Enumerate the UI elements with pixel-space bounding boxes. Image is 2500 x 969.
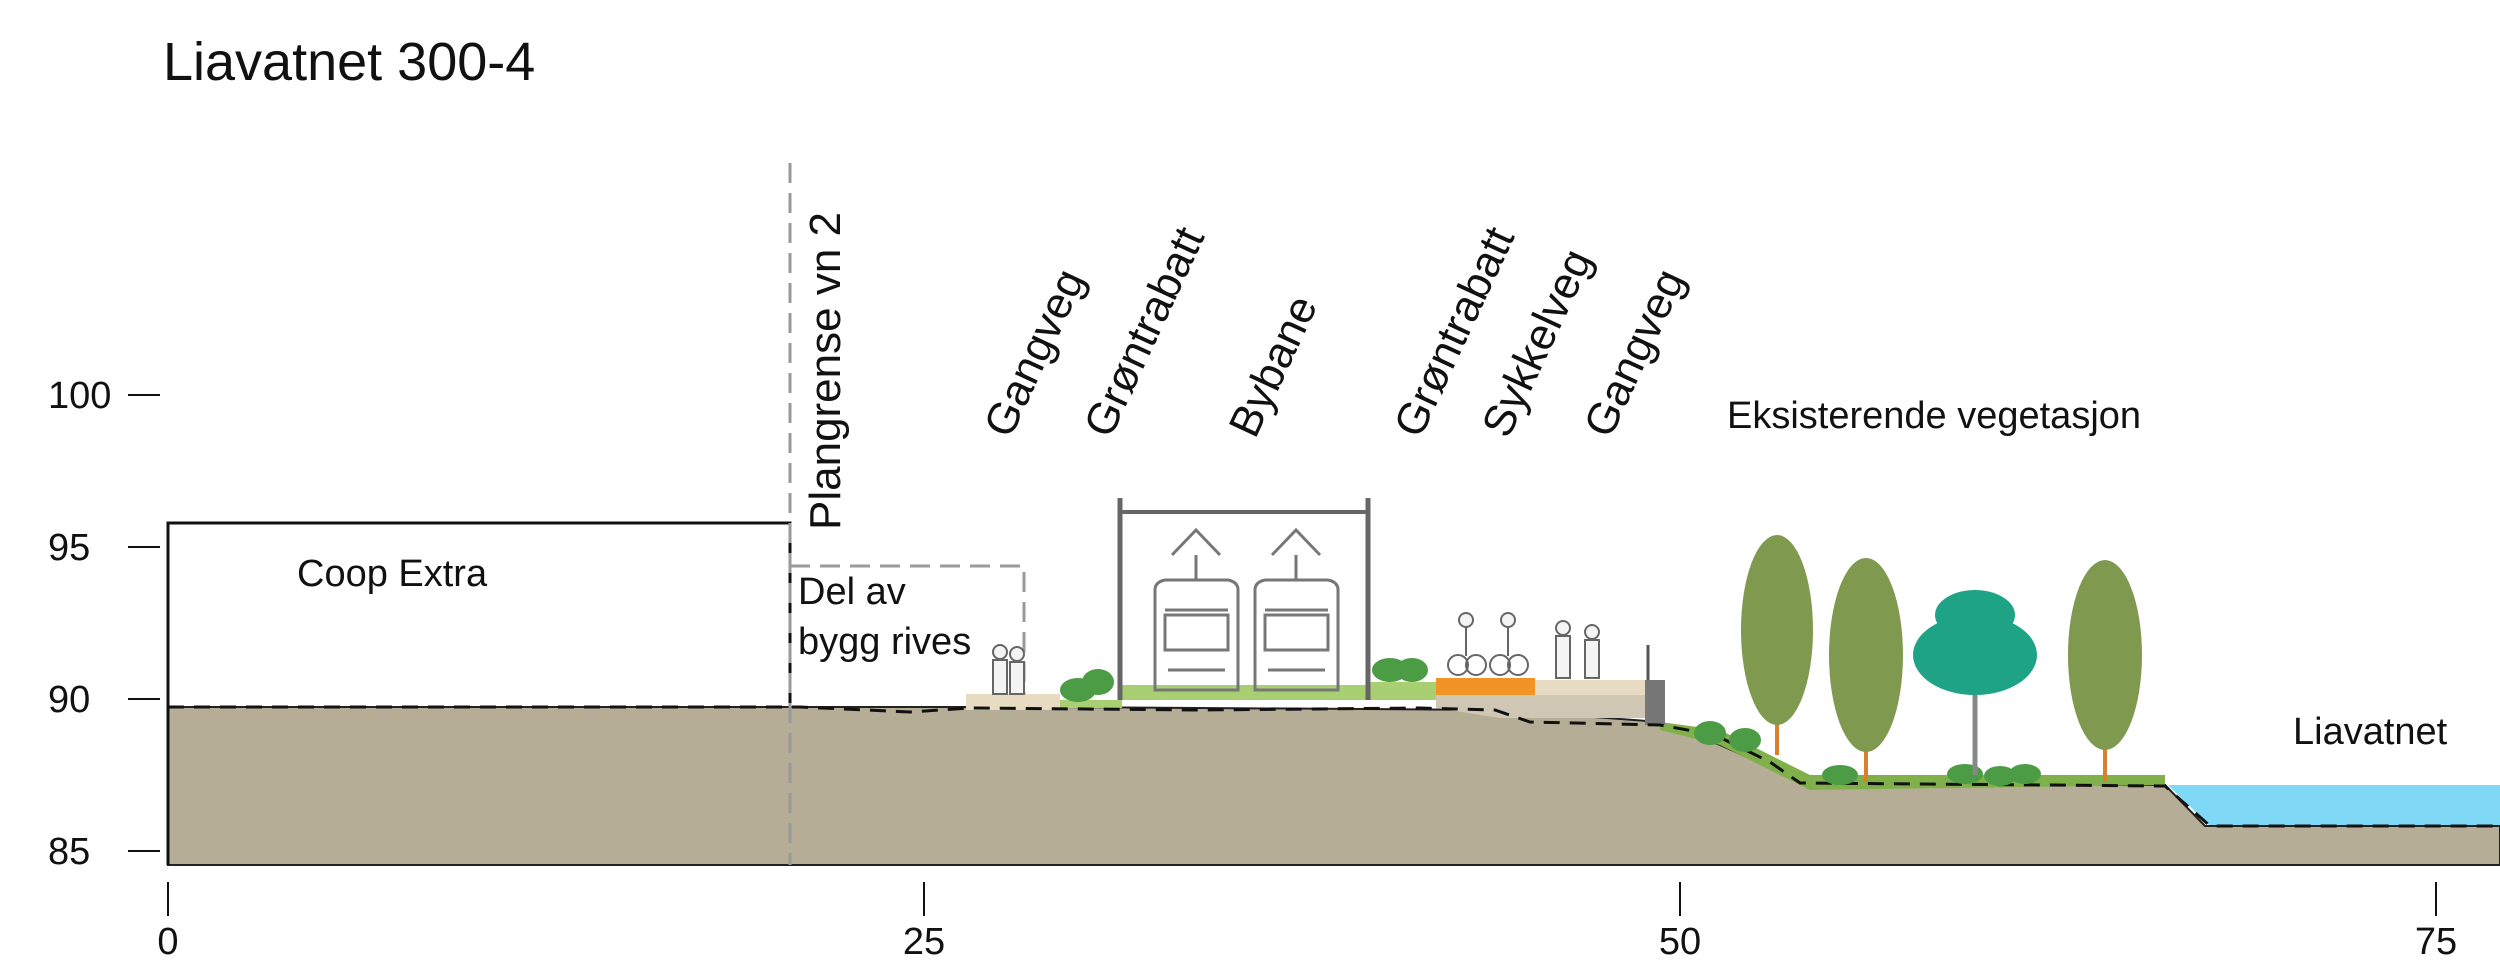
tram-track-bed [1120, 685, 1368, 700]
columnar-tree [1741, 535, 1813, 755]
lake-label: Liavatnet [2293, 711, 2448, 753]
pedestrians-left [992, 644, 1025, 695]
path-base [1436, 695, 1645, 718]
tram-vehicle [1253, 527, 1340, 692]
plan-boundary-label: Plangrense vn 2 [801, 212, 850, 530]
green-verge-left [1058, 700, 1122, 708]
shrubs [1060, 658, 2041, 786]
green-verge-right [1368, 682, 1436, 700]
slope-grass [1660, 722, 2165, 790]
columnar-tree [1829, 558, 1903, 782]
tram-vehicle [1153, 527, 1240, 692]
zone-label-gangveg-right: Gangveg [1575, 262, 1695, 445]
lake-water [2168, 785, 2500, 826]
building-label: Coop Extra [297, 553, 488, 595]
footpath-left [966, 694, 1060, 710]
y-tick-label: 100 [48, 375, 111, 417]
pedestrians-right [1555, 620, 1600, 679]
footpath-right [1535, 680, 1645, 698]
demolition-label-line1: Del av [798, 571, 906, 613]
zone-label-bybane: Bybane [1220, 288, 1327, 444]
retaining-wall [1645, 680, 1665, 725]
x-tick-label: 0 [157, 921, 178, 963]
y-tick-label: 85 [48, 831, 90, 873]
zone-label-grontrabatt-left: Grøntrabatt [1075, 220, 1214, 445]
x-tick-label: 75 [2415, 921, 2457, 963]
vegetation-label: Eksisterende vegetasjon [1727, 395, 2141, 437]
zone-label-gangveg-left: Gangveg [975, 262, 1095, 445]
bike-lane [1436, 678, 1535, 695]
x-tick-label: 50 [1659, 921, 1701, 963]
terrain-section [167, 706, 2500, 866]
x-axis: 0 25 50 75 [157, 882, 2457, 963]
y-axis: 100 95 90 85 [48, 375, 160, 873]
broadleaf-tree [1913, 590, 2037, 775]
existing-terrain-line [168, 705, 2500, 828]
x-tick-label: 25 [903, 921, 945, 963]
diagram-title: Liavatnet 300-4 [163, 32, 535, 92]
tram-frame [1117, 498, 1371, 700]
y-tick-label: 90 [48, 679, 90, 721]
y-tick-label: 95 [48, 527, 90, 569]
columnar-tree [2068, 560, 2142, 782]
demolition-label-line2: bygg rives [798, 621, 971, 663]
cyclists [1447, 612, 1529, 676]
